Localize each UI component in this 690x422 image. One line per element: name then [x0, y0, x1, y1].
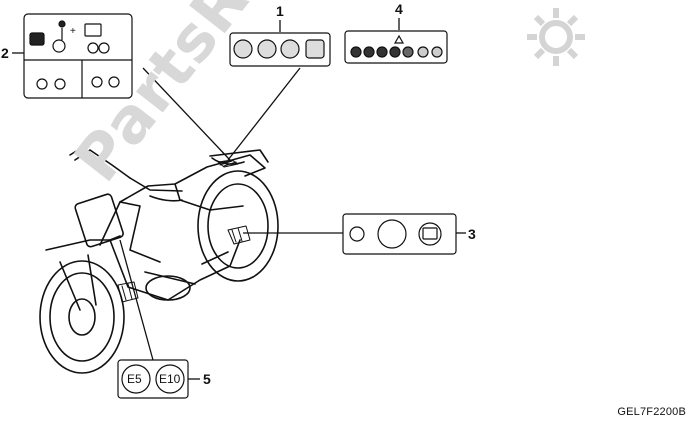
- leader-lines: [12, 18, 466, 380]
- label-3-sheet: [342, 213, 457, 255]
- svg-text:+: +: [70, 26, 76, 37]
- callout-1: 1: [276, 3, 284, 19]
- label-5-e10: E10: [159, 372, 181, 386]
- part-code: GEL7F2200B: [617, 406, 686, 418]
- frame-and-body: [45, 149, 269, 311]
- label-2-sheet: +: [23, 13, 133, 99]
- callout-4: 4: [395, 1, 403, 17]
- callout-2: 2: [1, 45, 9, 61]
- watermark-gear-icon: [527, 8, 585, 66]
- front-wheel: [39, 260, 125, 374]
- side-hatched-label-area: [227, 225, 251, 245]
- motorcycle-illustration: [39, 149, 279, 374]
- seat-hatched-label-area: [217, 159, 239, 168]
- engine-hatched-area: [117, 281, 139, 303]
- callout-3: 3: [468, 226, 476, 242]
- label-1-sheet: [229, 32, 331, 67]
- callout-5: 5: [203, 371, 211, 387]
- label-5-e5: E5: [127, 372, 142, 386]
- label-5-sheet: [117, 359, 189, 399]
- label-4-sheet: [344, 30, 448, 64]
- rear-wheel: [197, 170, 279, 282]
